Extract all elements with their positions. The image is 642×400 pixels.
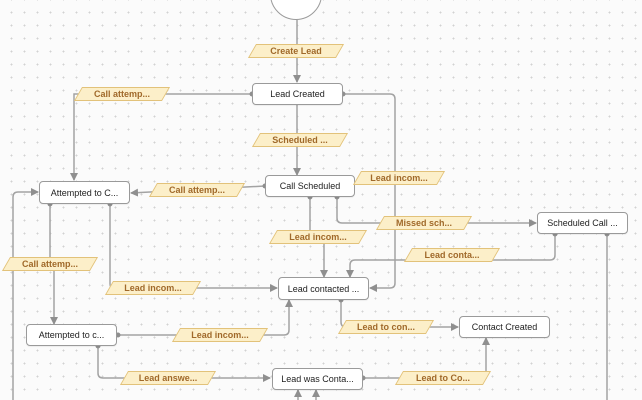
- transition-label: Lead conta...: [424, 250, 480, 260]
- state-label: Contact Created: [471, 322, 538, 332]
- transition-label: Lead to Co...: [416, 373, 470, 383]
- transition-scheduled[interactable]: Scheduled ...: [251, 133, 349, 147]
- transition-label: Lead incom...: [191, 330, 249, 340]
- state-label: Lead was Conta...: [281, 374, 354, 384]
- transition-label: Scheduled ...: [272, 135, 328, 145]
- connector-lead-incoming-4[interactable]: [118, 299, 293, 336]
- state-label: Scheduled Call ...: [547, 218, 618, 228]
- state-attempted-to-contact-1[interactable]: Attempted to C...: [39, 181, 130, 204]
- connector-missed-scheduled[interactable]: [336, 197, 537, 227]
- state-lead-was-contacted[interactable]: Lead was Conta...: [272, 368, 363, 390]
- transition-label: Lead incom...: [289, 232, 347, 242]
- transition-label: Missed sch...: [395, 218, 453, 228]
- transition-missed-scheduled[interactable]: Missed sch...: [375, 216, 473, 230]
- state-scheduled-call[interactable]: Scheduled Call ...: [537, 212, 628, 234]
- state-call-scheduled[interactable]: Call Scheduled: [265, 175, 355, 197]
- connector-left-loop[interactable]: [12, 188, 39, 400]
- transition-call-attempt-2[interactable]: Call attemp...: [148, 183, 246, 197]
- transition-call-attempt-1[interactable]: Call attemp...: [73, 87, 171, 101]
- transition-label: Create Lead: [270, 46, 322, 56]
- transition-label: Lead incom...: [370, 173, 428, 183]
- state-lead-contacted[interactable]: Lead contacted ...: [278, 277, 369, 300]
- transition-label: Lead answe...: [138, 373, 198, 383]
- transition-label: Lead to con...: [356, 322, 415, 332]
- connector-call-attempt-1[interactable]: [70, 93, 252, 181]
- state-label: Attempted to c...: [38, 330, 105, 340]
- transition-label: Call attemp...: [21, 259, 78, 269]
- connector-lead-incoming-1[interactable]: [343, 93, 396, 292]
- transition-lead-incoming-1[interactable]: Lead incom...: [352, 171, 446, 185]
- state-label: Lead contacted ...: [287, 283, 360, 294]
- state-lead-created[interactable]: Lead Created: [252, 83, 343, 105]
- transition-lead-incoming-2[interactable]: Lead incom...: [268, 230, 368, 244]
- transition-label: Call attemp...: [168, 185, 225, 195]
- connector-lead-answered[interactable]: [97, 346, 271, 382]
- transition-label: Lead incom...: [124, 283, 182, 293]
- transition-lead-contacted[interactable]: Lead conta...: [403, 248, 501, 262]
- connector-lead-incoming-3[interactable]: [109, 204, 278, 292]
- state-label: Call Scheduled: [279, 181, 341, 191]
- state-attempted-to-contact-2[interactable]: Attempted to c...: [26, 324, 117, 346]
- transition-label: Call attemp...: [93, 89, 150, 99]
- transition-call-attempt-3[interactable]: Call attemp...: [1, 257, 99, 271]
- transition-create-lead[interactable]: Create Lead: [247, 44, 345, 58]
- state-label: Attempted to C...: [50, 187, 119, 198]
- state-label: Lead Created: [270, 89, 325, 99]
- transition-lead-incoming-3[interactable]: Lead incom...: [104, 281, 202, 295]
- transition-lead-to-contact-1[interactable]: Lead to con...: [337, 320, 435, 334]
- transition-lead-answered[interactable]: Lead answe...: [119, 371, 217, 385]
- transition-lead-to-contact-2[interactable]: Lead to Co...: [394, 371, 492, 385]
- transition-lead-incoming-4[interactable]: Lead incom...: [171, 328, 269, 342]
- state-contact-created[interactable]: Contact Created: [459, 316, 550, 338]
